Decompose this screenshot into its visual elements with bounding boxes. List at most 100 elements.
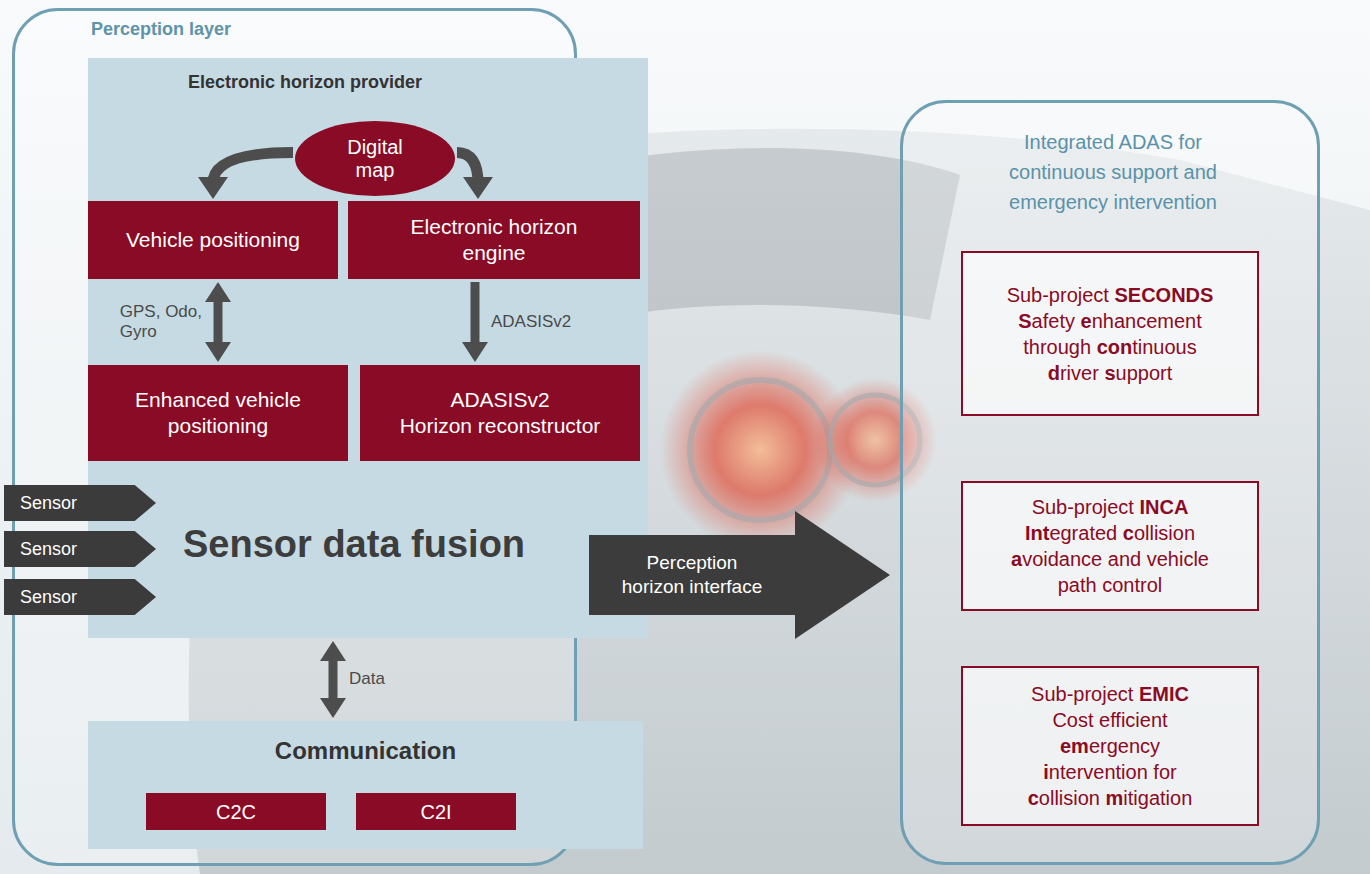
sensor-label: Sensor — [20, 587, 77, 608]
text-run: Sub-project — [1032, 496, 1140, 518]
text-run: through — [1023, 336, 1096, 358]
fusion-heading: Sensor data fusion — [183, 523, 525, 566]
connector-label: Data — [349, 669, 385, 689]
subproject-title: Sub-project EMIC — [1031, 681, 1189, 707]
sensor-arrow: Sensor — [4, 579, 156, 615]
sensor-arrow: Sensor — [4, 485, 156, 521]
frame-title: Integrated ADAS for continuous support a… — [958, 127, 1268, 217]
process-box: Vehicle positioning — [88, 201, 338, 279]
text-run: ergency — [1089, 735, 1160, 757]
subproject-body: Integrated collision avoidance and vehic… — [1011, 520, 1209, 598]
text-run: voidance and vehicle — [1022, 548, 1209, 570]
text-run: itigation — [1123, 787, 1192, 809]
connector — [198, 153, 293, 200]
connector — [457, 153, 493, 200]
sensor-arrow: Sensor — [4, 531, 156, 567]
subproject-box: Sub-project SECONDSSafety enhancement th… — [961, 251, 1259, 416]
arrow-head — [205, 282, 231, 302]
text-run: Enhanced vehicle — [135, 388, 301, 411]
arrow-fill — [4, 531, 156, 567]
layer-frame: Perception layerElectronic horizon provi… — [12, 8, 577, 866]
text-run: continuous support and — [1009, 161, 1217, 183]
box-label: C2C — [216, 800, 256, 824]
text-run: ntervention for — [1049, 761, 1177, 783]
process-box: C2I — [356, 793, 516, 830]
text-run: Sub-project — [1031, 683, 1139, 705]
text-run: Digital — [347, 136, 403, 158]
layer-title: Perception layer — [91, 19, 231, 40]
connector-label: GPS, Odo, Gyro — [120, 302, 202, 343]
arrow-head — [198, 177, 228, 199]
sensor-label: Sensor — [20, 493, 77, 514]
text-run: Perception layer — [91, 19, 231, 39]
text-run: i — [1043, 761, 1049, 783]
text-run: ADASISv2 — [491, 312, 571, 331]
text-run: d — [1048, 362, 1060, 384]
text-run: em — [1060, 735, 1089, 757]
text-run: SECONDS — [1114, 284, 1213, 306]
text-run: afety — [1032, 310, 1081, 332]
text-run: Vehicle positioning — [126, 228, 300, 251]
text-run: e — [1081, 310, 1092, 332]
arrow-head — [320, 698, 346, 718]
process-box: Enhanced vehicle positioning — [88, 365, 348, 461]
text-run: Sensor data fusion — [183, 523, 525, 565]
box-label: Enhanced vehicle positioning — [135, 387, 301, 440]
text-run: river — [1060, 362, 1104, 384]
box-label: ADASISv2 Horizon reconstructor — [400, 387, 601, 440]
text-run: emergency intervention — [1009, 191, 1217, 213]
text-run: Horizon reconstructor — [400, 414, 601, 437]
text-run: ollision — [1039, 787, 1106, 809]
text-run: C2C — [216, 801, 256, 823]
panel-heading: Electronic horizon provider — [188, 72, 422, 93]
text-run: Sensor — [20, 587, 77, 607]
text-run: INCA — [1139, 496, 1188, 518]
subproject-body: Cost efficient emergency intervention fo… — [1028, 707, 1193, 811]
subproject-box: Sub-project INCAIntegrated collision avo… — [961, 481, 1259, 611]
text-run: Integrated ADAS for — [1024, 131, 1202, 153]
text-run: C2I — [420, 801, 451, 823]
subproject-body: Safety enhancement through continuous dr… — [1018, 308, 1201, 386]
adas-frame: Integrated ADAS for continuous support a… — [900, 100, 1320, 865]
connector-label: ADASISv2 — [491, 312, 571, 332]
text-run: egrated — [1049, 522, 1122, 544]
text-run: Communication — [275, 737, 456, 764]
panel-heading: Communication — [88, 737, 643, 765]
text-run: a — [1011, 548, 1022, 570]
box-label: Vehicle positioning — [126, 227, 300, 253]
text-run: Sensor — [20, 493, 77, 513]
text-run: Sensor — [20, 539, 77, 559]
connector — [462, 282, 488, 362]
process-box: C2C — [146, 793, 326, 830]
text-run: Perception — [647, 552, 738, 573]
process-box: ADASISv2 Horizon reconstructor — [360, 365, 640, 461]
block-arrow — [589, 511, 890, 639]
text-run: Data — [349, 669, 385, 688]
subproject-title: Sub-project INCA — [1032, 494, 1189, 520]
connector — [589, 511, 890, 639]
text-run: Cost efficient — [1052, 709, 1167, 731]
box-label: C2I — [420, 800, 451, 824]
text-run: horizon interface — [622, 576, 762, 597]
subproject-box: Sub-project EMICCost efficient emergency… — [961, 666, 1259, 826]
text-run: Gyro — [120, 322, 157, 341]
text-run: tinuous — [1132, 336, 1197, 358]
arrow-head — [462, 342, 488, 362]
connector — [320, 641, 346, 718]
connector-label: Perception horizon interface — [622, 551, 762, 599]
arrow-head — [463, 177, 493, 199]
text-run: con — [1097, 336, 1133, 358]
map-ellipse: Digital map — [295, 121, 455, 196]
arrow-head — [320, 641, 346, 661]
text-run: ollision — [1134, 522, 1195, 544]
text-run: engine — [462, 241, 525, 264]
box-label: Electronic horizon engine — [411, 214, 578, 267]
sensor-label: Sensor — [20, 539, 77, 560]
text-run: ADASISv2 — [450, 388, 549, 411]
tail-light-ring — [690, 380, 830, 520]
text-run: s — [1104, 362, 1115, 384]
text-run: upport — [1116, 362, 1173, 384]
connector — [205, 282, 231, 362]
